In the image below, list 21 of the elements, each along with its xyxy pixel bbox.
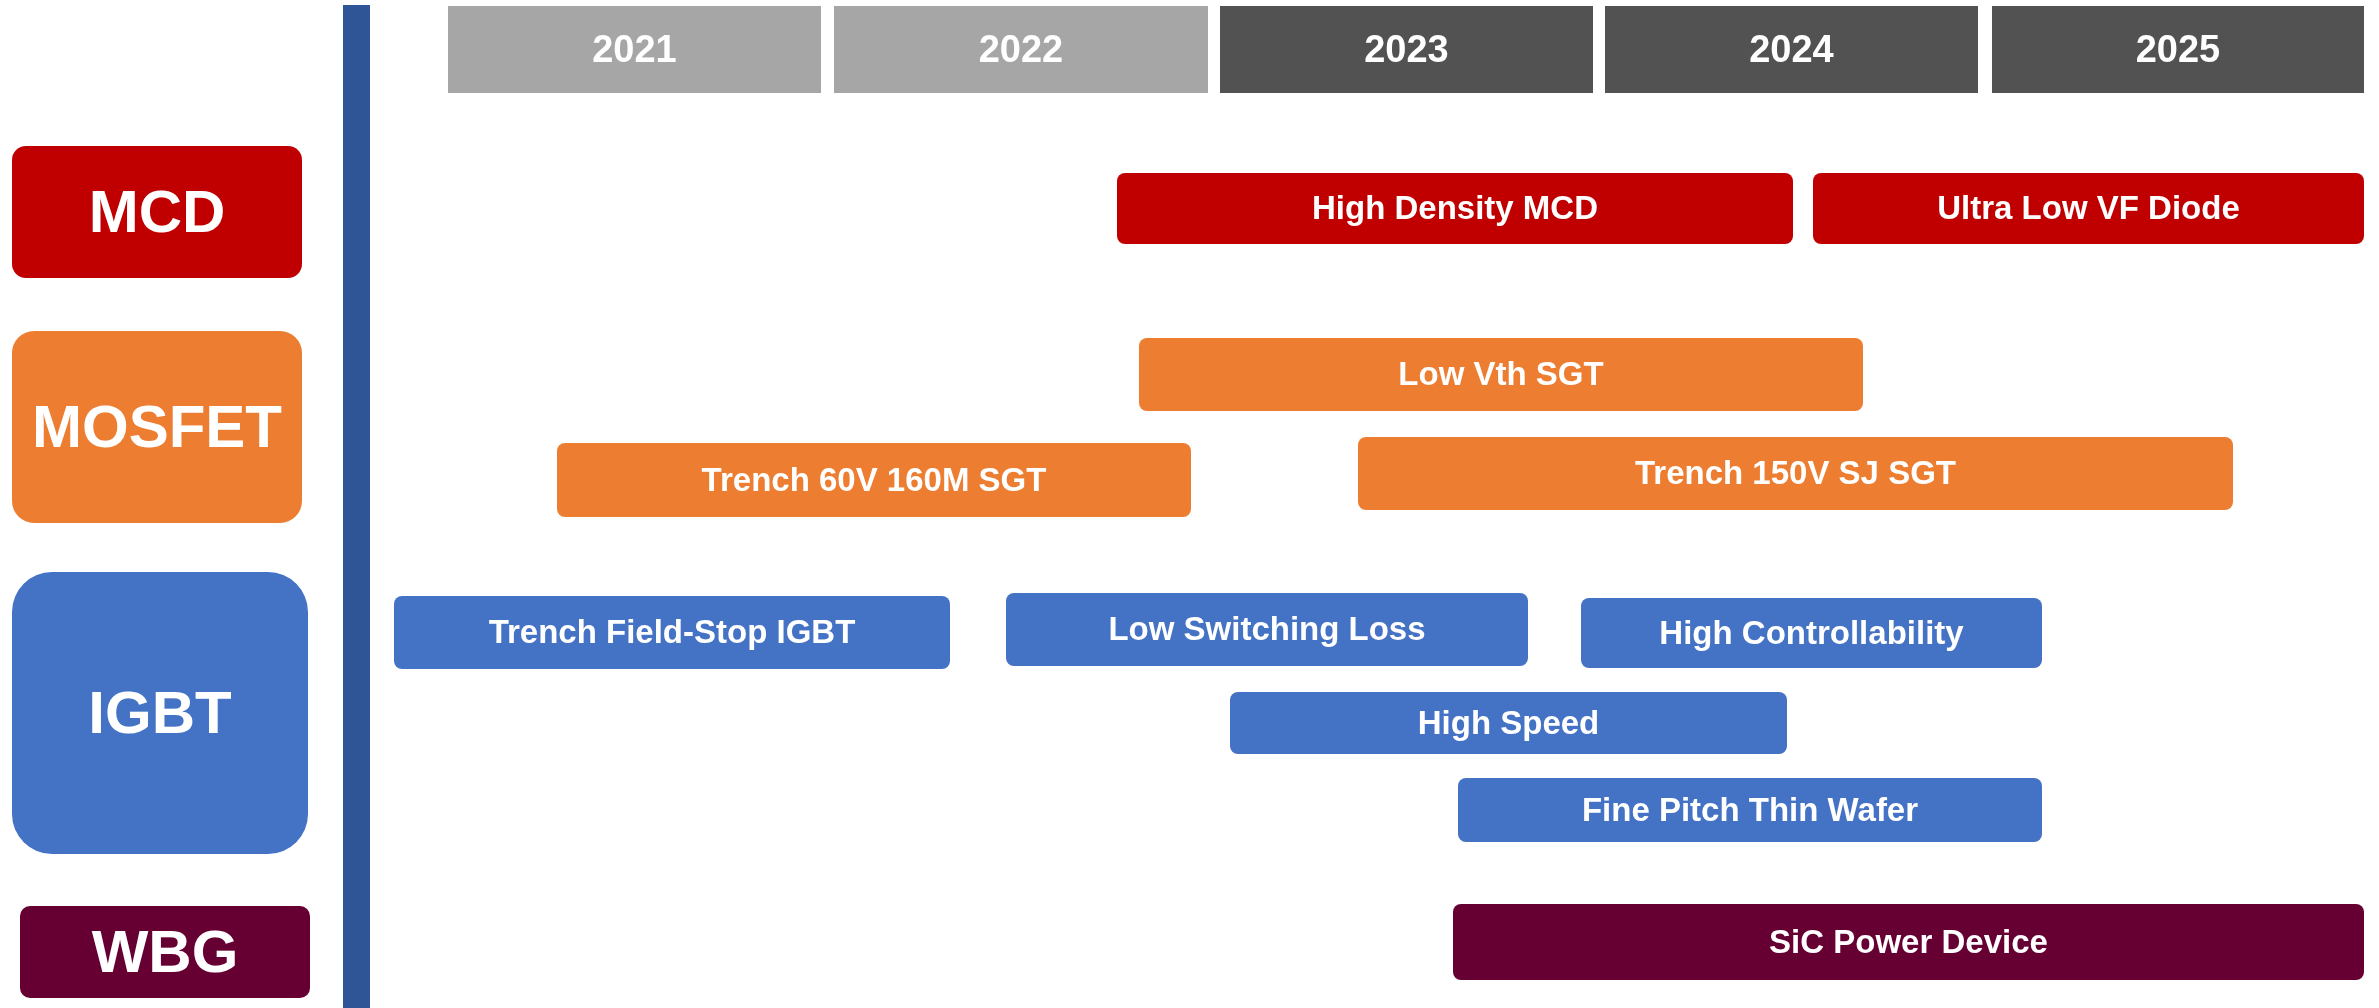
roadmap-bar: High Controllability [1581, 598, 2042, 668]
roadmap-bar: Trench Field-Stop IGBT [394, 596, 950, 669]
year-header: 2022 [834, 6, 1208, 93]
category-label: WBG [20, 906, 310, 998]
year-header: 2021 [448, 6, 821, 93]
category-label: MOSFET [12, 331, 302, 523]
roadmap-bar: Trench 60V 160M SGT [557, 443, 1191, 517]
category-label: IGBT [12, 572, 308, 854]
roadmap-bar: Trench 150V SJ SGT [1358, 437, 2233, 510]
year-header: 2025 [1992, 6, 2364, 93]
roadmap-bar: High Density MCD [1117, 173, 1793, 244]
roadmap-bar: Ultra Low VF Diode [1813, 173, 2364, 244]
roadmap-bar: High Speed [1230, 692, 1787, 754]
year-header: 2024 [1605, 6, 1978, 93]
roadmap-bar: Low Switching Loss [1006, 593, 1528, 666]
roadmap-bar: Fine Pitch Thin Wafer [1458, 778, 2042, 842]
vertical-bar [343, 5, 370, 1008]
roadmap-bar: SiC Power Device [1453, 904, 2364, 980]
roadmap-bar: Low Vth SGT [1139, 338, 1863, 411]
year-header: 2023 [1220, 6, 1593, 93]
category-label: MCD [12, 146, 302, 278]
